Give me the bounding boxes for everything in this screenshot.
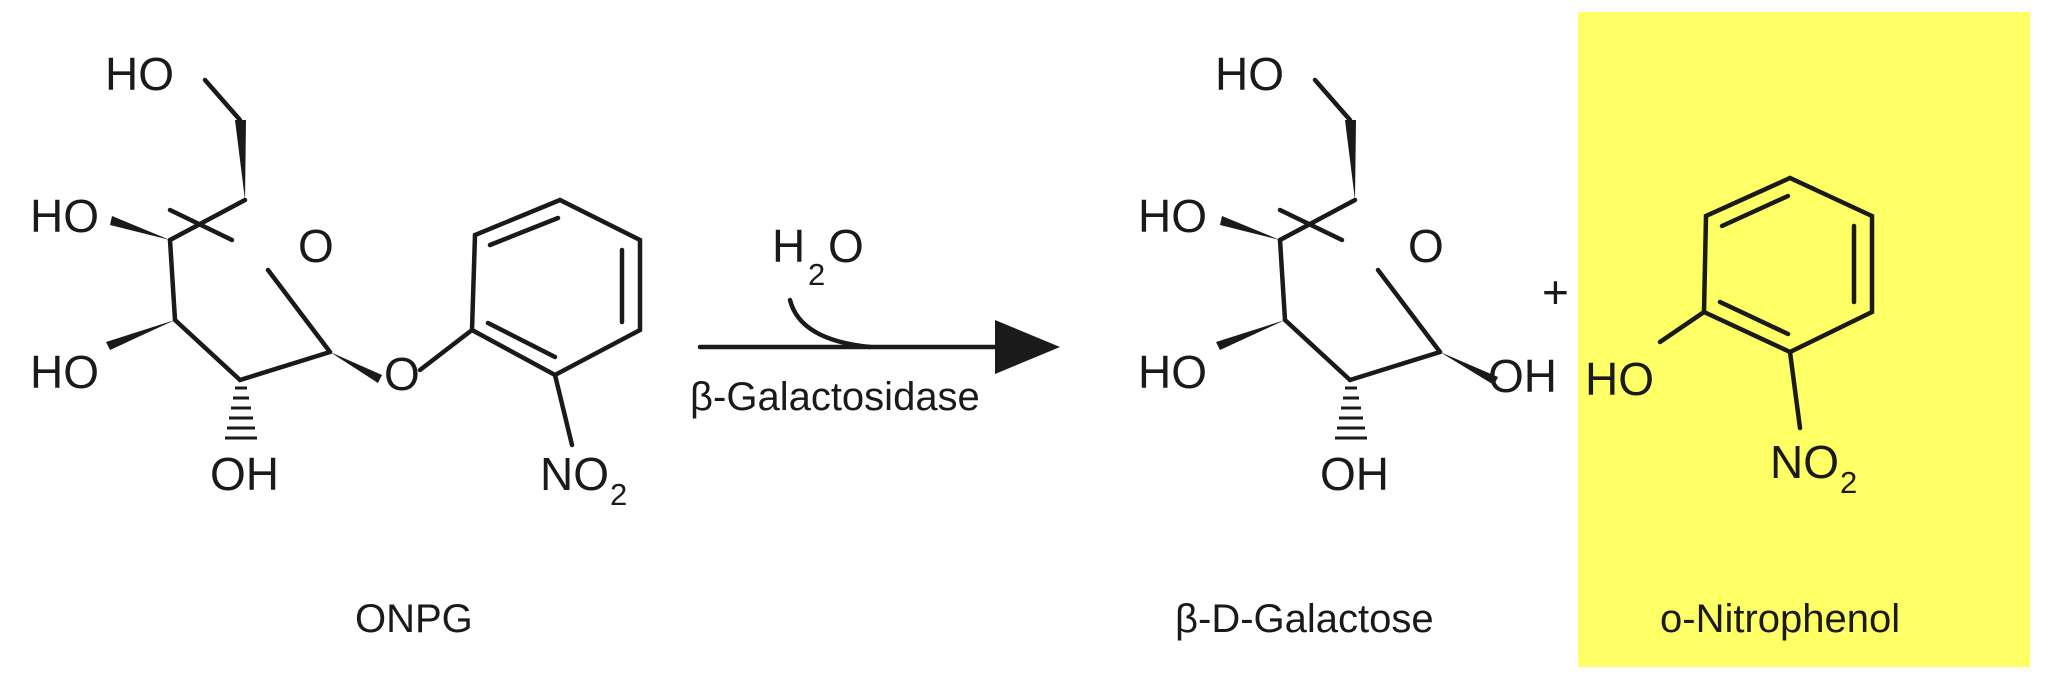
water-curve-icon (787, 297, 873, 350)
onpg-structure: HO HO HO OH O O NO 2 ONPG (30, 48, 643, 641)
svg-text:2: 2 (1840, 465, 1857, 500)
nitrophenol-oh-label: HO (1585, 353, 1654, 405)
svg-text:O: O (828, 220, 864, 272)
nitrophenol-name: o-Nitrophenol (1660, 597, 1900, 641)
plus-sign: + (1542, 266, 1569, 318)
galactose-ring-o-label: O (1408, 220, 1444, 272)
onpg-c4-oh-label: HO (30, 190, 99, 242)
onpg-nitro-label: NO 2 (540, 448, 627, 512)
onpg-ch2oh-label: HO (105, 48, 174, 100)
nitrophenol-panel: HO NO 2 o-Nitrophenol (1578, 12, 2030, 667)
svg-text:NO: NO (1770, 436, 1839, 488)
onpg-c2-oh-label: OH (210, 448, 279, 500)
svg-text:2: 2 (808, 257, 825, 292)
onpg-c3-oh-label: HO (30, 346, 99, 398)
svg-text:H: H (772, 220, 805, 272)
galactose-ch2oh-label: HO (1215, 48, 1284, 100)
onpg-glycosidic-o-label: O (384, 348, 420, 400)
water-label: H 2 O (772, 220, 864, 292)
galactose-name: β-D-Galactose (1175, 597, 1434, 641)
arrow-head-icon (995, 320, 1060, 374)
enzyme-label: β-Galactosidase (690, 375, 980, 419)
galactose-c2-oh-label: OH (1320, 448, 1389, 500)
reaction-arrow: H 2 O β-Galactosidase (690, 220, 1060, 419)
onpg-name: ONPG (355, 597, 473, 641)
nitrophenol-nitro-label: NO 2 (1770, 436, 1857, 500)
galactose-c1-oh-label: OH (1488, 350, 1557, 402)
galactose-c3-oh-label: HO (1138, 346, 1207, 398)
svg-text:NO: NO (540, 448, 609, 500)
galactose-structure: HO HO HO OH O OH β-D-Galactose (1138, 48, 1557, 641)
highlight-box (1578, 12, 2030, 667)
svg-text:2: 2 (610, 477, 627, 512)
galactose-c4-oh-label: HO (1138, 190, 1207, 242)
onpg-ring-o-label: O (298, 220, 334, 272)
